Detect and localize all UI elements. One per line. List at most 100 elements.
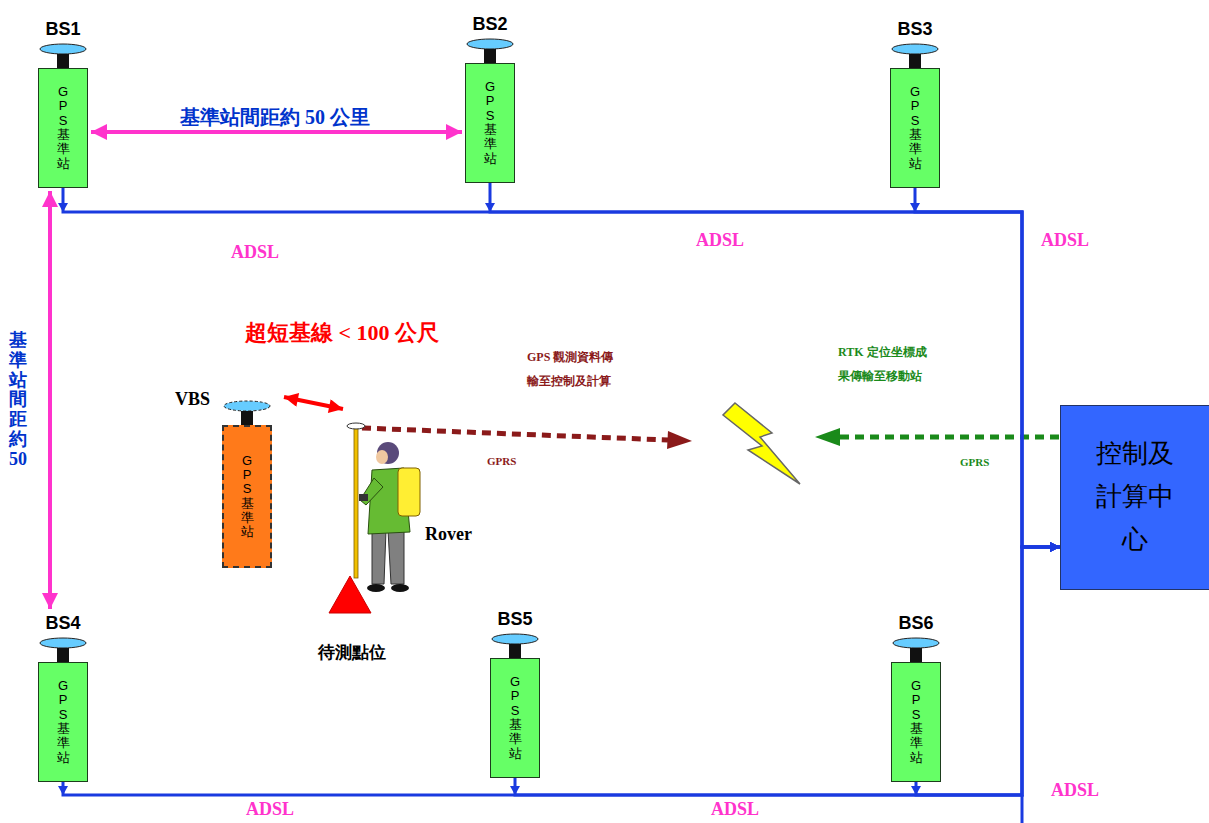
antenna-dish xyxy=(38,634,88,662)
survey-point-label: 待測點位 xyxy=(318,643,386,663)
antenna-dish xyxy=(465,35,515,63)
station-column: GPS基準站 xyxy=(222,388,272,568)
distance-arrow xyxy=(91,130,462,134)
control-center: 控制及計算中心 xyxy=(1060,405,1209,590)
uplink-note: GPS 觀測資料傳 輸至控制及計算 xyxy=(527,345,641,393)
antenna-dish xyxy=(40,638,86,648)
downlink-dotted-line xyxy=(840,435,1059,440)
uplink-dotted-line xyxy=(362,428,668,440)
rover-shoe xyxy=(391,584,409,592)
distance-arrow xyxy=(48,191,52,609)
station-label: GPS基準站 xyxy=(909,85,922,171)
rover-backpack xyxy=(398,468,420,516)
label-holder: 待測點位 xyxy=(318,643,386,663)
station-label: GPS基準站 xyxy=(484,80,497,166)
antenna-mount xyxy=(909,54,921,68)
label-holder: ADSL xyxy=(1039,230,1091,251)
label-holder: GPRS xyxy=(960,456,989,469)
station-box: GPS基準站 xyxy=(490,658,540,778)
label-holder: GPRS xyxy=(487,455,516,468)
station-name: BS6 xyxy=(898,612,933,634)
antenna-dish xyxy=(892,44,938,54)
adsl-link xyxy=(63,547,1060,795)
center-label: 控制及計算中心 xyxy=(1095,433,1176,562)
antenna-dish xyxy=(891,634,941,662)
station-column: BS6GPS基準站 xyxy=(891,612,941,782)
station-label: GPS基準站 xyxy=(57,679,70,765)
antenna-dish xyxy=(492,634,538,644)
station-column: BS4GPS基準站 xyxy=(38,612,88,782)
label-holder: ADSL xyxy=(229,242,281,263)
station-box: GPS基準站 xyxy=(465,63,515,183)
label-holder: ADSL xyxy=(709,799,761,820)
base-station: BS1GPS基準站 xyxy=(38,18,88,188)
station-column: BS1GPS基準站 xyxy=(38,18,88,188)
edge-label: ADSL xyxy=(244,799,296,820)
baseline-label: 超短基線 < 100 公尺 xyxy=(245,320,439,346)
antenna-mount xyxy=(910,648,922,662)
label-holder: ADSL xyxy=(694,230,746,251)
base-station: BS5GPS基準站 xyxy=(490,608,540,778)
rover-antenna xyxy=(347,423,365,429)
station-box: GPS基準站 xyxy=(890,68,940,188)
lightning-symbol xyxy=(723,403,800,484)
distance-label: 基準站間距約50 xyxy=(9,331,27,470)
label-holder: 基準站間距約 50 公里 xyxy=(178,106,372,129)
station-label: GPS基準站 xyxy=(509,675,522,761)
label-holder: ADSL xyxy=(244,799,296,820)
edge-label: ADSL xyxy=(709,799,761,820)
base-station: BS6GPS基準站 xyxy=(891,612,941,782)
edge-label: ADSL xyxy=(1039,230,1091,251)
rover-face xyxy=(376,450,388,464)
rover-arm xyxy=(360,478,383,505)
station-box: GPS基準站 xyxy=(891,662,941,782)
base-station: BS4GPS基準站 xyxy=(38,612,88,782)
station-name: BS1 xyxy=(45,18,80,40)
label-holder: Rover xyxy=(425,524,472,546)
base-station: BS3GPS基準站 xyxy=(890,18,940,188)
rover-pole xyxy=(354,428,358,578)
virtual-station-box: GPS基準站 xyxy=(222,425,272,568)
antenna-dish xyxy=(40,44,86,54)
adsl-link xyxy=(63,188,1060,547)
rover-head xyxy=(377,442,399,464)
label-holder: ADSL xyxy=(1049,780,1101,801)
antenna-dish xyxy=(224,401,270,411)
rover-leg xyxy=(372,530,386,584)
station-box: GPS基準站 xyxy=(38,662,88,782)
antenna-dish xyxy=(890,40,940,68)
station-name: BS3 xyxy=(897,18,932,40)
downlink-note: RTK 定位坐標成 果傳輸至移動站 xyxy=(838,340,952,388)
station-name: BS2 xyxy=(472,13,507,35)
antenna-dish xyxy=(222,388,272,425)
survey-point-triangle xyxy=(329,576,371,613)
edge-label: ADSL xyxy=(694,230,746,251)
station-column: BS2GPS基準站 xyxy=(465,13,515,183)
baseline-arrow xyxy=(284,397,343,409)
station-label: GPS基準站 xyxy=(241,454,254,540)
rover-shoe xyxy=(367,584,385,592)
rover-controller xyxy=(359,494,368,501)
antenna-mount xyxy=(241,411,253,425)
link-type-label: GPRS xyxy=(960,456,989,469)
station-column: BS3GPS基準站 xyxy=(890,18,940,188)
antenna-dish xyxy=(467,39,513,49)
uplink-arrow-head xyxy=(667,431,692,449)
label-holder: 超短基線 < 100 公尺 xyxy=(245,320,439,346)
virtual-base-station: VBSGPS基準站 xyxy=(160,388,272,568)
adsl-link xyxy=(490,183,1060,547)
label-holder: GPS 觀測資料傳 輸至控制及計算 xyxy=(527,345,641,393)
rover-leg xyxy=(388,530,404,584)
antenna-mount xyxy=(57,54,69,68)
edge-label: ADSL xyxy=(229,242,281,263)
station-box: GPS基準站 xyxy=(38,68,88,188)
rover-label: Rover xyxy=(425,524,472,546)
link-type-label: GPRS xyxy=(487,455,516,468)
station-column: BS5GPS基準站 xyxy=(490,608,540,778)
network-trunk xyxy=(1021,795,1024,823)
antenna-mount xyxy=(57,648,69,662)
antenna-mount xyxy=(484,49,496,63)
station-label: GPS基準站 xyxy=(57,85,70,171)
edge-label: ADSL xyxy=(1049,780,1101,801)
